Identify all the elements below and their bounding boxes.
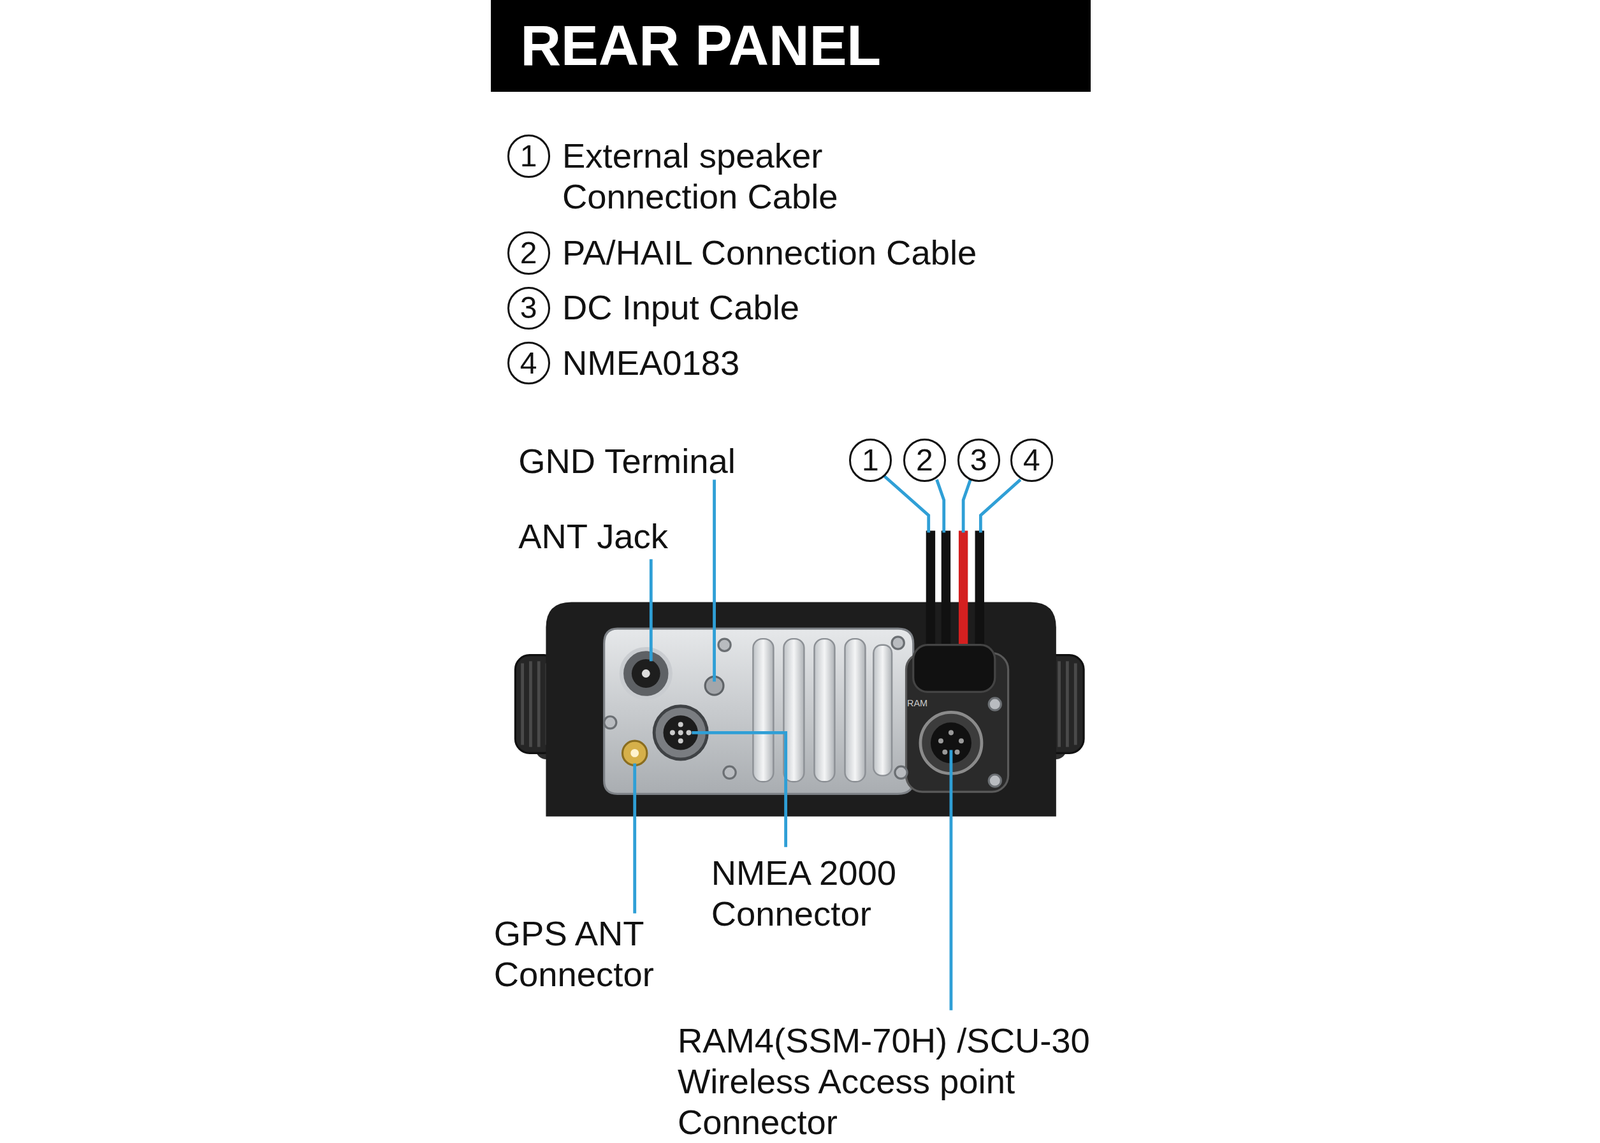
screw xyxy=(891,636,904,649)
number-text: 1 xyxy=(861,444,880,476)
cable-description: DC Input Cable xyxy=(562,287,971,329)
connector-pin xyxy=(954,749,960,755)
part-label: ANT Jack xyxy=(518,516,825,558)
part-label: GPS ANT Connector xyxy=(494,913,688,996)
leader-line xyxy=(883,475,929,533)
leader-line xyxy=(712,479,716,682)
screw xyxy=(988,774,1001,787)
callout-number: 1 xyxy=(849,438,892,482)
heat-sink-fin xyxy=(752,638,774,782)
leader-lines xyxy=(634,475,1021,1011)
part-label: NMEA 2000 Connector xyxy=(711,852,941,935)
screw xyxy=(988,698,1001,711)
part-label: RAM4(SSM-70H) /SCU-30 Wireless Access po… xyxy=(677,1020,1099,1143)
panel-marking: RAM xyxy=(907,698,948,709)
leader-line xyxy=(949,750,953,1011)
leader-line xyxy=(691,732,786,847)
leader-line xyxy=(649,559,653,662)
title: REAR PANEL xyxy=(520,0,881,92)
connector-pin xyxy=(678,738,684,744)
knob-ridge xyxy=(1057,661,1061,747)
connector-pin xyxy=(678,729,684,735)
cable-description: PA/HAIL Connection Cable xyxy=(562,232,1093,274)
screw xyxy=(723,766,736,779)
screw xyxy=(894,766,908,779)
list-number: 1 xyxy=(507,134,551,178)
gps-connector-pin xyxy=(630,749,639,758)
connector-pin xyxy=(938,738,944,744)
leader-line xyxy=(937,479,945,533)
number-text: 4 xyxy=(520,348,538,379)
number-text: 4 xyxy=(1023,444,1041,476)
callout-number: 4 xyxy=(1010,438,1054,482)
heat-sink-fin xyxy=(844,638,866,782)
leader-line xyxy=(963,479,971,533)
callout-number: 3 xyxy=(957,438,1001,482)
connector-pin xyxy=(686,729,692,735)
knob-ridge xyxy=(1065,661,1070,747)
leader-line xyxy=(980,479,1020,533)
screw xyxy=(718,638,731,651)
knob-ridge xyxy=(529,661,533,747)
knob-ridge xyxy=(537,661,541,747)
antenna-jack-pin xyxy=(641,669,651,678)
gps-connector xyxy=(622,740,647,765)
knob-ridge xyxy=(1074,663,1078,746)
connector-pin xyxy=(669,729,676,735)
cable-grommet xyxy=(913,645,996,693)
list-number: 2 xyxy=(507,231,551,275)
heat-sink-fin xyxy=(873,645,892,776)
callout-number: 2 xyxy=(903,438,946,482)
connector-pin xyxy=(942,749,948,755)
list-number: 4 xyxy=(507,341,551,385)
number-text: 1 xyxy=(520,140,538,172)
cable-description: NMEA0183 xyxy=(562,342,971,384)
number-text: 2 xyxy=(916,444,934,476)
list-number: 3 xyxy=(507,286,551,330)
connector-pins xyxy=(669,722,692,744)
screw xyxy=(604,716,617,729)
knob-ridge xyxy=(520,663,524,746)
antenna-jack-socket xyxy=(631,659,661,688)
antenna-jack xyxy=(621,648,671,699)
connector-pin xyxy=(678,722,684,728)
number-text: 2 xyxy=(520,237,538,269)
leader-line xyxy=(632,763,637,913)
cable-description: External speaker Connection Cable xyxy=(562,135,899,218)
part-label: GND Terminal xyxy=(518,441,825,482)
connector-pin xyxy=(948,729,954,735)
connector-pin xyxy=(958,738,964,744)
heat-sink-fin xyxy=(814,638,835,782)
screws xyxy=(604,636,1002,787)
heat-sink-fins xyxy=(752,638,892,782)
number-text: 3 xyxy=(520,292,538,324)
number-text: 3 xyxy=(970,444,988,476)
title-band: REAR PANEL xyxy=(490,0,1091,92)
